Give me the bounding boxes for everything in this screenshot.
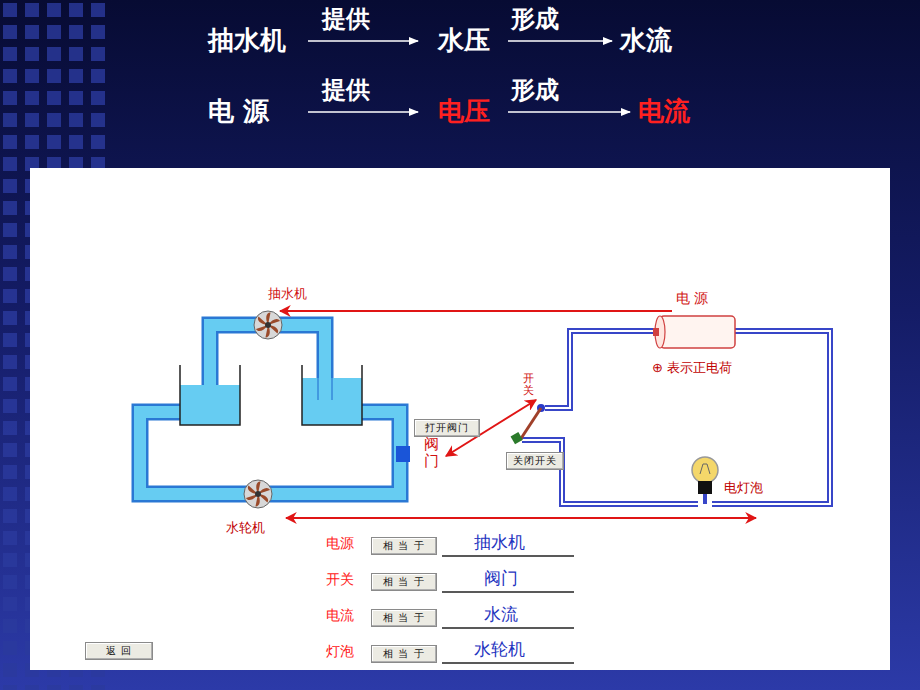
chain-word: 水流: [620, 26, 672, 56]
ui-button: 返 回: [85, 642, 153, 660]
table-answer: 阀门: [484, 569, 518, 589]
chain-word: 电 源: [208, 97, 269, 127]
part-name: 抽水机: [268, 287, 307, 302]
part-name: 开关: [523, 373, 534, 397]
ui-button: 相 当 于: [371, 573, 437, 591]
table-answer: 水流: [484, 605, 518, 625]
ui-button: 相 当 于: [371, 609, 437, 627]
legend-note: ⊕ 表示正电荷: [652, 361, 732, 376]
arrow-label: 提供: [322, 77, 370, 105]
ui-button: 关闭开关: [506, 452, 564, 470]
part-name: 电 源: [676, 290, 708, 306]
part-name: 水轮机: [226, 521, 265, 536]
ui-button: 相 当 于: [371, 645, 437, 663]
table-term: 开关: [326, 571, 354, 587]
arrow-label: 提供: [322, 6, 370, 34]
arrow-label: 形成: [511, 77, 559, 105]
part-name: 阀门: [424, 436, 439, 469]
button-label: 相 当 于: [378, 611, 430, 625]
button-label: 相 当 于: [378, 575, 430, 589]
table-term: 电流: [326, 607, 354, 623]
button-label: 相 当 于: [378, 539, 430, 553]
button-label: 关闭开关: [513, 454, 557, 468]
arrow-label: 形成: [511, 6, 559, 34]
table-term: 电源: [326, 535, 354, 551]
chain-word: 水压: [438, 26, 490, 56]
ui-button: 打开阀门: [414, 419, 480, 437]
table-answer: 水轮机: [474, 640, 525, 660]
chain-word: 电流: [638, 97, 690, 127]
table-answer: 抽水机: [474, 533, 525, 553]
chain-word: 抽水机: [208, 26, 286, 56]
button-label: 返 回: [92, 644, 146, 658]
table-term: 灯泡: [326, 643, 354, 659]
ui-button: 相 当 于: [371, 537, 437, 555]
button-label: 相 当 于: [378, 647, 430, 661]
button-label: 打开阀门: [421, 421, 473, 435]
part-name: 电灯泡: [724, 481, 763, 496]
chain-word: 电压: [438, 97, 490, 127]
